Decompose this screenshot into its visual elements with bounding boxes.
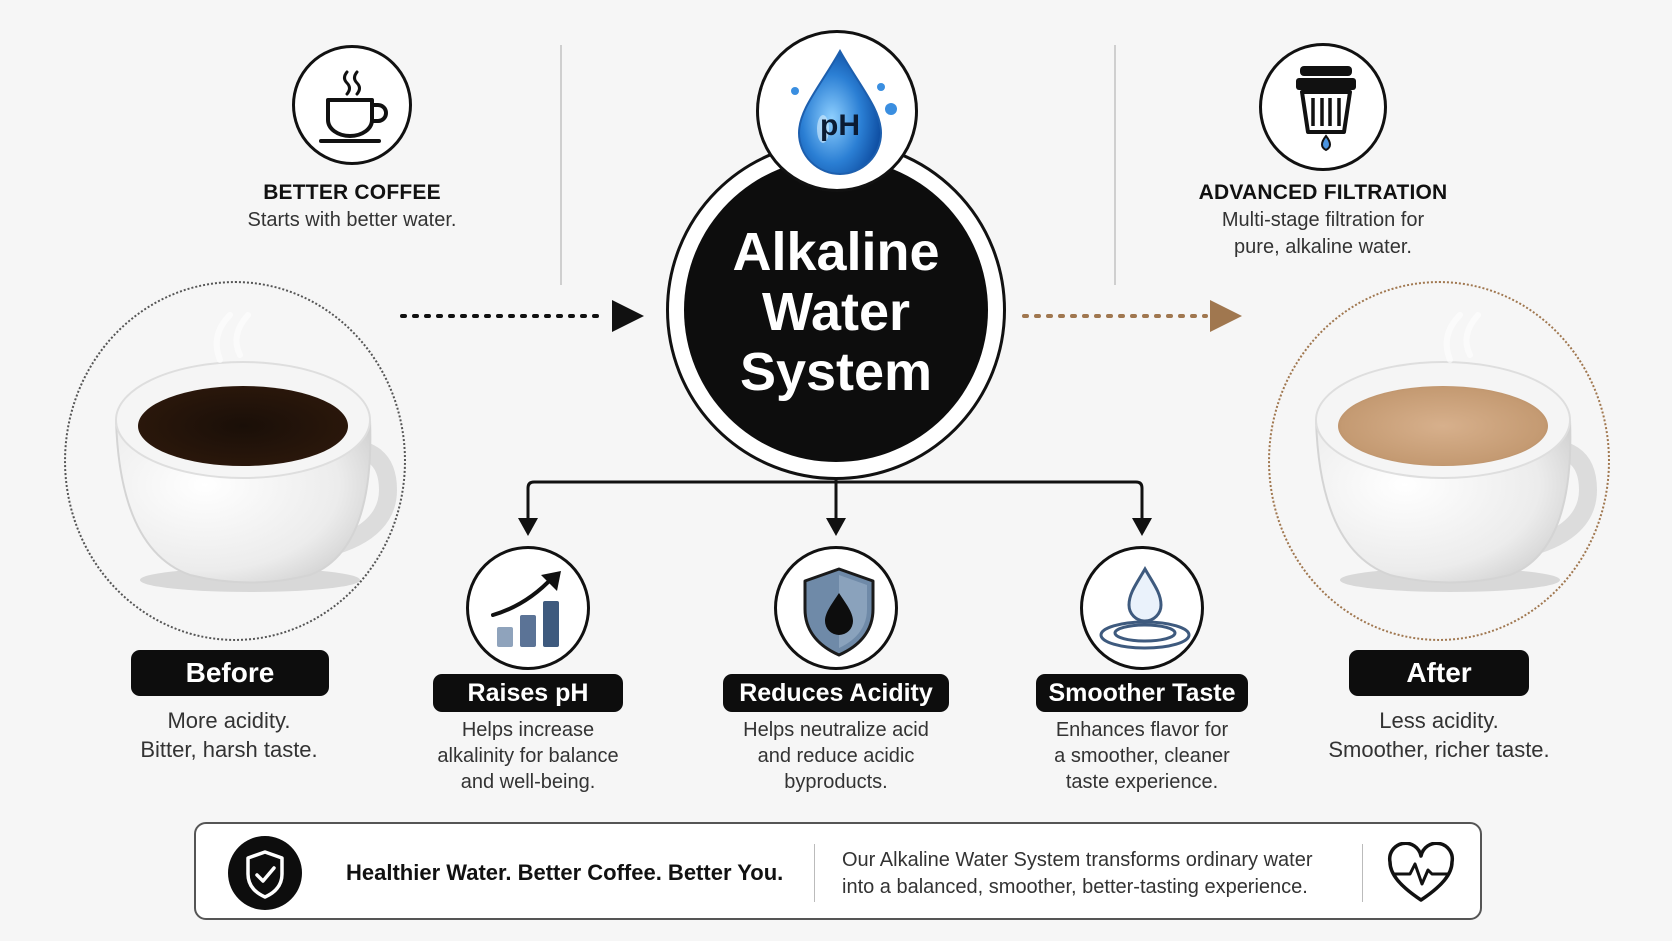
branch-connectors [518, 478, 1152, 536]
after-cup-frame [1268, 281, 1610, 641]
ph-label: pH [820, 109, 860, 142]
advanced-filtration-heading: ADVANCED FILTRATION [1198, 181, 1448, 204]
divider-right [1114, 45, 1116, 285]
system-title-line-2: Water [761, 282, 911, 342]
system-title-line-3: System [739, 342, 933, 402]
footer-divider-right [1362, 844, 1363, 902]
raises-ph-desc-line-3: and well-being. [460, 771, 596, 793]
water-ripple-icon [1080, 546, 1204, 670]
after-label: After [1349, 650, 1529, 696]
smoother-taste-desc-line-2: a smoother, cleaner [1054, 745, 1230, 767]
system-circle [684, 158, 988, 462]
raises-ph-label: Raises pH [433, 674, 623, 712]
before-label: Before [131, 650, 329, 696]
filtration-subtitle-line-1: Multi-stage filtration for [1221, 209, 1425, 231]
reduces-acidity-desc-line-2: and reduce acidic [757, 745, 915, 767]
raises-ph-desc-line-1: Helps increase [461, 719, 595, 741]
filtration-subtitle-line-2: pure, alkaline water. [1234, 236, 1412, 258]
reduces-acidity-label: Reduces Acidity [723, 674, 949, 712]
better-coffee-subtitle: Starts with better water. [247, 209, 457, 231]
before-cup-frame [64, 281, 406, 641]
arrow-before-to-system [400, 300, 644, 332]
raises-ph-desc-line-2: alkalinity for balance [437, 745, 619, 767]
system-title-line-1: Alkaline [732, 222, 940, 282]
footer-desc-line-1: Our Alkaline Water System transforms ord… [842, 849, 1313, 871]
before-desc-line-1: More acidity. [167, 708, 291, 733]
bar-chart-up-icon [466, 546, 590, 670]
smoother-taste-desc-line-3: taste experience. [1065, 771, 1219, 793]
footer-banner: Healthier Water. Better Coffee. Better Y… [194, 822, 1482, 920]
reduces-acidity-desc-line-1: Helps neutralize acid [743, 719, 929, 741]
better-coffee-heading: BETTER COFFEE [263, 181, 441, 204]
before-desc-line-2: Bitter, harsh taste. [140, 737, 318, 762]
reduces-acidity-desc-line-3: byproducts. [784, 771, 888, 793]
after-cup-image [1314, 312, 1598, 592]
before-cup-image [114, 312, 398, 592]
coffee-cup-icon [292, 45, 412, 165]
smoother-taste-desc-line-1: Enhances flavor for [1055, 719, 1229, 741]
after-desc-line-2: Smoother, richer taste. [1328, 737, 1550, 762]
arrow-system-to-after [1022, 300, 1242, 332]
heart-pulse-icon [1387, 842, 1455, 902]
footer-tagline: Healthier Water. Better Coffee. Better Y… [346, 860, 784, 885]
ph-drop-icon: pH [756, 30, 918, 192]
shield-drop-icon [774, 546, 898, 670]
shield-check-icon [228, 836, 302, 910]
divider-left [560, 45, 562, 285]
filter-cartridge-icon [1259, 43, 1387, 171]
after-desc-line-1: Less acidity. [1379, 708, 1499, 733]
footer-desc-line-2: into a balanced, smoother, better-tastin… [842, 876, 1308, 898]
footer-divider [814, 844, 815, 902]
smoother-taste-label: Smoother Taste [1036, 674, 1248, 712]
